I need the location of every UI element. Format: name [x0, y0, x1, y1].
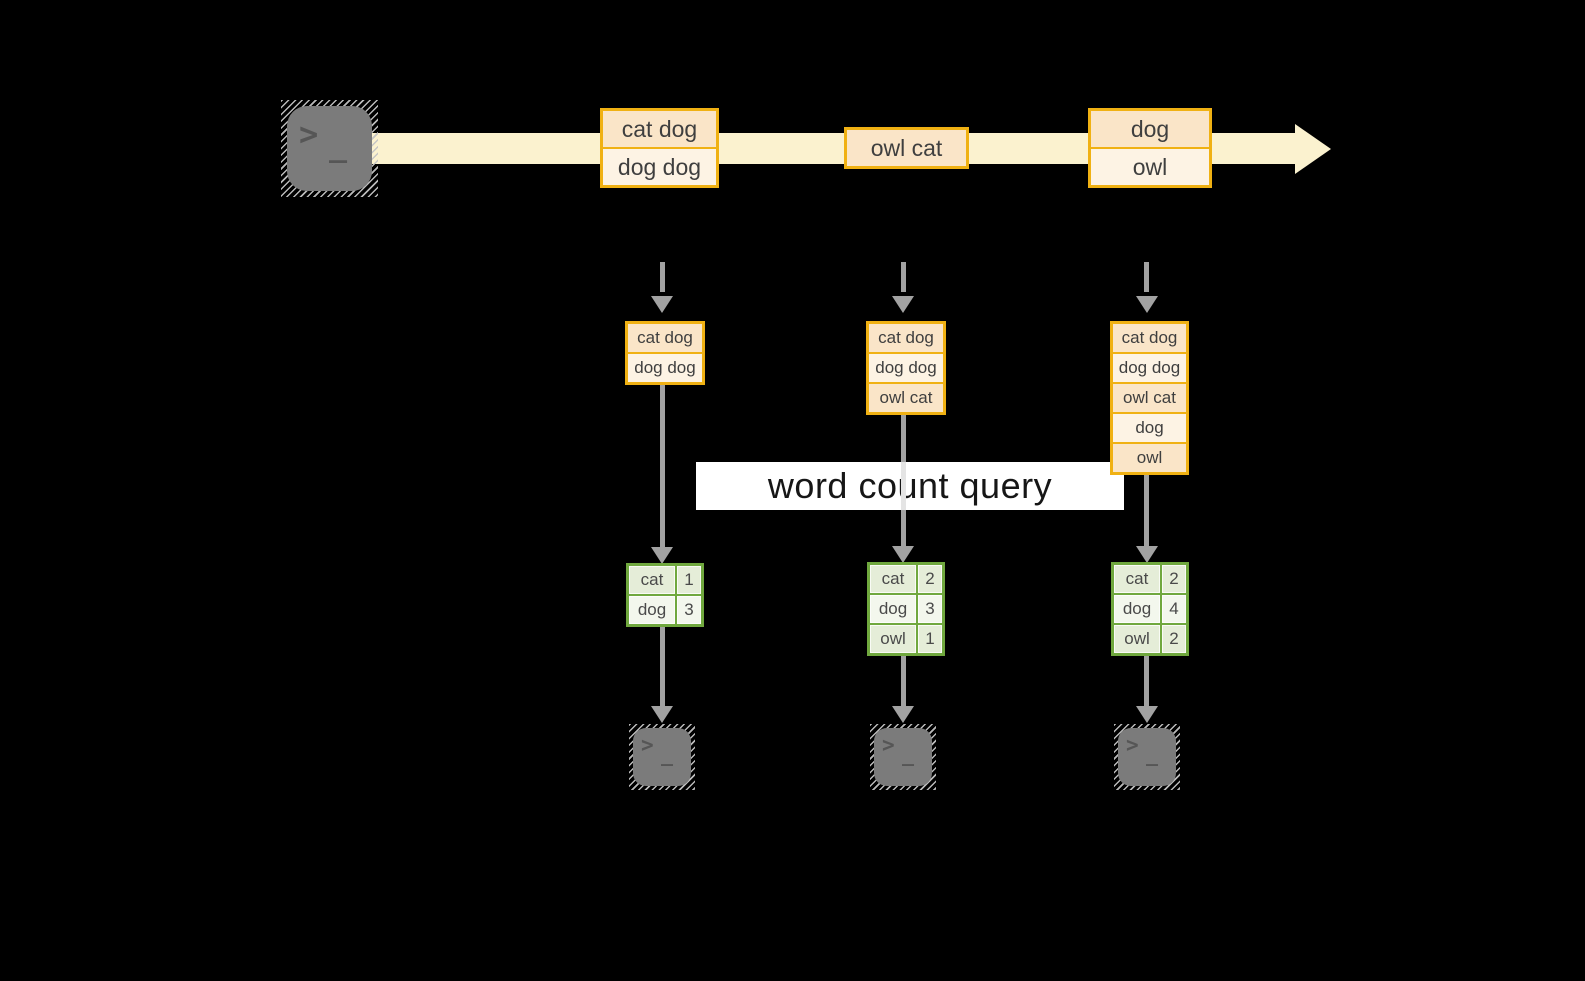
ingest-arrow-head — [1136, 296, 1158, 313]
sink-terminal-icon-2: > _ — [870, 724, 936, 790]
prompt-icon: > — [641, 733, 654, 757]
result-table-2: cat 2 dog 3 owl 1 — [867, 562, 945, 656]
window-item: owl cat — [1113, 384, 1186, 412]
table-row: cat 2 — [1114, 565, 1186, 593]
terminal-screen — [633, 728, 691, 786]
count-cell: 2 — [918, 565, 942, 593]
query-label-box: word count query — [696, 462, 1124, 510]
table-row: dog 3 — [629, 596, 701, 624]
count-cell: 4 — [1162, 595, 1186, 623]
result-table-3: cat 2 dog 4 owl 2 — [1111, 562, 1189, 656]
prompt-icon: > — [1126, 733, 1139, 757]
query-arrow-head — [651, 547, 673, 564]
ingest-arrow-head — [651, 296, 673, 313]
query-label: word count query — [767, 465, 1053, 506]
word-cell: owl — [1114, 625, 1160, 653]
word-cell: cat — [1114, 565, 1160, 593]
window-box-2: cat dog dog dog owl cat — [866, 321, 946, 415]
query-arrow-line — [1144, 475, 1149, 546]
cursor-icon: _ — [661, 742, 674, 766]
stream-arrow-head — [1295, 124, 1331, 174]
cursor-icon: _ — [329, 129, 348, 164]
table-row: dog 3 — [870, 595, 942, 623]
terminal-screen — [287, 106, 372, 191]
stream-batch-1: cat dog dog dog — [600, 108, 719, 188]
stream-message: dog — [1091, 111, 1209, 147]
stream-message: dog dog — [603, 149, 716, 185]
window-box-3: cat dog dog dog owl cat dog owl — [1110, 321, 1189, 475]
output-arrow-line — [1144, 656, 1149, 706]
query-arrow-line-faint — [901, 462, 906, 510]
window-item: dog dog — [1113, 354, 1186, 382]
table-row: owl 2 — [1114, 625, 1186, 653]
ingest-arrow-dash — [660, 262, 665, 292]
word-cell: owl — [870, 625, 916, 653]
count-cell: 3 — [677, 596, 701, 624]
sink-terminal-icon-1: > _ — [629, 724, 695, 790]
window-item: cat dog — [1113, 324, 1186, 352]
window-item: dog dog — [869, 354, 943, 382]
ingest-arrow-dash — [1144, 262, 1149, 292]
count-cell: 1 — [677, 566, 701, 594]
output-arrow-head — [1136, 706, 1158, 723]
sink-terminal-icon-3: > _ — [1114, 724, 1180, 790]
word-cell: dog — [1114, 595, 1160, 623]
word-cell: dog — [629, 596, 675, 624]
window-item: dog — [1113, 414, 1186, 442]
window-item: cat dog — [628, 324, 702, 352]
table-row: cat 2 — [870, 565, 942, 593]
window-item: dog dog — [628, 354, 702, 382]
table-row: dog 4 — [1114, 595, 1186, 623]
count-cell: 1 — [918, 625, 942, 653]
source-terminal-icon: > _ — [281, 100, 378, 197]
ingest-arrow-head — [892, 296, 914, 313]
stream-message: owl — [1091, 149, 1209, 185]
prompt-icon: > — [882, 733, 895, 757]
stream-batch-2: owl cat — [844, 127, 969, 169]
terminal-screen — [1118, 728, 1176, 786]
query-arrow-head — [892, 546, 914, 563]
result-table-1: cat 1 dog 3 — [626, 563, 704, 627]
count-cell: 3 — [918, 595, 942, 623]
stream-message: owl cat — [847, 130, 966, 166]
word-cell: dog — [870, 595, 916, 623]
output-arrow-line — [660, 627, 665, 706]
output-arrow-head — [651, 706, 673, 723]
table-row: cat 1 — [629, 566, 701, 594]
window-item: owl cat — [869, 384, 943, 412]
ingest-arrow-dash — [901, 262, 906, 292]
window-item: owl — [1113, 444, 1186, 472]
word-cell: cat — [629, 566, 675, 594]
prompt-icon: > — [299, 115, 319, 153]
output-arrow-head — [892, 706, 914, 723]
table-row: owl 1 — [870, 625, 942, 653]
count-cell: 2 — [1162, 565, 1186, 593]
word-cell: cat — [870, 565, 916, 593]
count-cell: 2 — [1162, 625, 1186, 653]
window-box-1: cat dog dog dog — [625, 321, 705, 385]
stream-message: cat dog — [603, 111, 716, 147]
query-arrow-line — [660, 385, 665, 547]
query-arrow-head — [1136, 546, 1158, 563]
stream-batch-3: dog owl — [1088, 108, 1212, 188]
output-arrow-line — [901, 656, 906, 706]
cursor-icon: _ — [902, 742, 915, 766]
window-item: cat dog — [869, 324, 943, 352]
terminal-screen — [874, 728, 932, 786]
cursor-icon: _ — [1146, 742, 1159, 766]
